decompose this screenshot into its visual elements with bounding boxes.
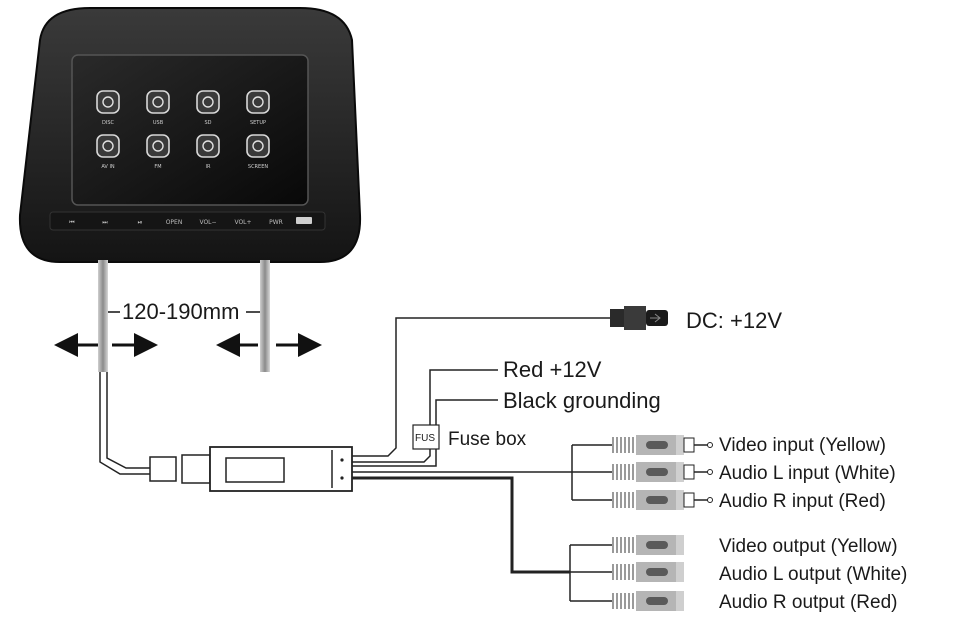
monitor-button[interactable]: VOL+ [234, 219, 251, 226]
fuse-box [412, 424, 440, 450]
rca-output-plug [612, 562, 684, 582]
screen-icon-label: SETUP [250, 120, 266, 126]
fuse-tag: FUS [415, 433, 435, 444]
dc-label: DC: +12V [686, 308, 782, 333]
sd-card-icon[interactable] [196, 90, 220, 114]
usb-port-icon [296, 217, 312, 224]
junction-window [225, 457, 285, 483]
audio-l-output-label: Audio L output (White) [719, 564, 907, 585]
output-plugs [612, 535, 684, 611]
video-output-label: Video output (Yellow) [719, 536, 898, 557]
left-post [98, 260, 108, 372]
screen-icon-label: IR [206, 164, 211, 170]
connector-block-b [181, 454, 211, 484]
rca-output-plug [612, 535, 684, 555]
monitor-screen[interactable] [71, 54, 309, 206]
audio-r-input-label: Audio R input (Red) [719, 491, 886, 512]
rca-input-plug [612, 490, 713, 510]
audio-r-output-label: Audio R output (Red) [719, 592, 898, 613]
monitor-button[interactable]: ⏭ [102, 219, 108, 226]
rca-input-plug [612, 435, 713, 455]
screen-icon-label: SD [204, 120, 211, 126]
screen-icon-label: AV IN [101, 164, 115, 170]
disc-icon[interactable] [96, 90, 120, 114]
screen-icon-label: DISC [102, 120, 114, 126]
dc-jack [610, 306, 668, 330]
monitor-button[interactable]: OPEN [166, 219, 183, 226]
input-plugs [612, 435, 713, 510]
ir-icon[interactable] [196, 134, 220, 158]
screen-icon-label: SCREEN [248, 164, 268, 170]
button-strip: ⏮ ⏭ ⏯ OPEN VOL− VOL+ PWR [49, 211, 326, 231]
audio-l-input-label: Audio L input (White) [719, 463, 896, 484]
rca-output-plug [612, 591, 684, 611]
rca-input-plug [612, 462, 713, 482]
screen-off-icon[interactable] [246, 134, 270, 158]
connector-block-a [149, 456, 177, 482]
red-12v-label: Red +12V [503, 357, 602, 382]
right-post [260, 260, 270, 372]
av-in-icon[interactable] [96, 134, 120, 158]
headrest-monitor [18, 7, 362, 263]
black-ground-label: Black grounding [503, 388, 661, 413]
screen-icon-label: FM [154, 164, 161, 170]
video-input-label: Video input (Yellow) [719, 435, 886, 456]
fm-icon[interactable] [146, 134, 170, 158]
monitor-button[interactable]: VOL− [199, 219, 216, 226]
fuse-label: Fuse box [448, 429, 527, 450]
dimension-label: 120-190mm [122, 299, 239, 324]
screen-icon-label: USB [153, 120, 164, 126]
monitor-button[interactable]: PWR [269, 219, 283, 226]
setup-icon[interactable] [246, 90, 270, 114]
screen-icon-grid: DISC USB SD SETUP AV IN FM IR SCREEN [96, 90, 270, 170]
monitor-button[interactable]: ⏯ [138, 219, 143, 226]
monitor-button[interactable]: ⏮ [69, 219, 75, 226]
usb-icon[interactable] [146, 90, 170, 114]
